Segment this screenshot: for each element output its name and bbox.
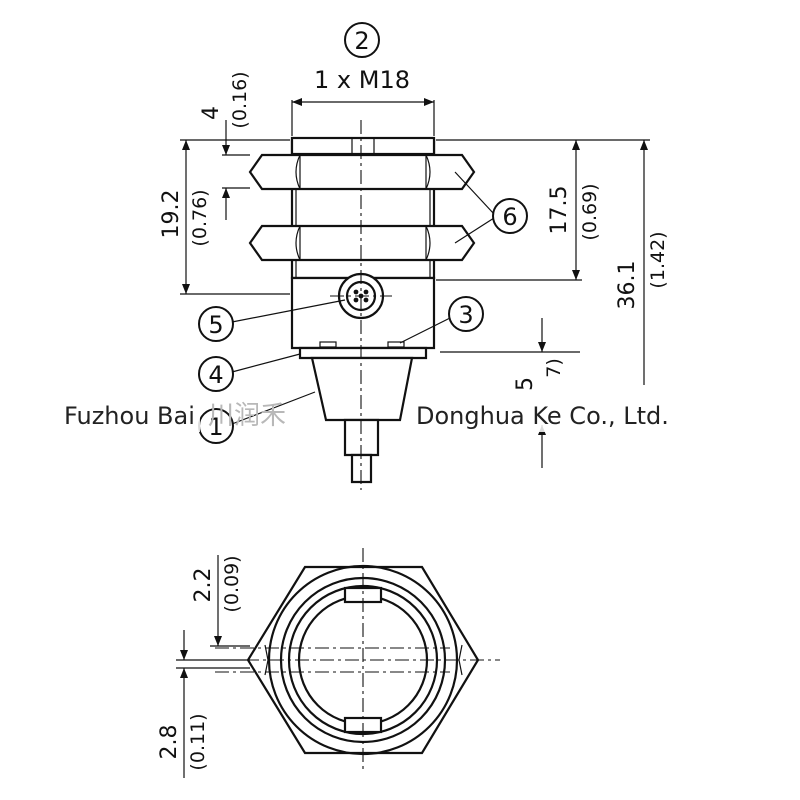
dim-4: 4 (0.16) [180, 71, 290, 220]
svg-text:7): 7) [543, 358, 565, 378]
svg-text:3: 3 [458, 301, 473, 329]
callout-3: 3 [399, 296, 484, 344]
side-view [248, 120, 476, 490]
svg-text:(0.09): (0.09) [221, 555, 243, 612]
svg-text:36.1: 36.1 [615, 261, 640, 310]
watermark-left: Fuzhou Bai [64, 402, 195, 430]
svg-text:(1.42): (1.42) [647, 231, 669, 288]
svg-text:5: 5 [513, 377, 538, 391]
svg-text:2.8: 2.8 [157, 725, 182, 760]
cable [350, 453, 373, 484]
svg-text:(0.11): (0.11) [187, 713, 209, 770]
dim-36-1: 36.1 (1.42) [615, 140, 669, 385]
svg-text:17.5: 17.5 [547, 186, 572, 235]
svg-text:4: 4 [199, 106, 224, 120]
front-view [215, 548, 500, 772]
svg-text:(0.69): (0.69) [579, 183, 601, 240]
callout-4: 4 [198, 353, 301, 392]
lower-nut [248, 224, 476, 262]
callout-1: 1 [198, 391, 316, 444]
collar [298, 346, 428, 360]
dim-2-2: 2.2 (0.09) [191, 555, 250, 647]
svg-text:(0.16): (0.16) [229, 71, 251, 128]
thread-label: 1 x M18 [314, 66, 410, 94]
dim-17-5: 17.5 (0.69) [436, 139, 650, 281]
watermark: Fuzhou Bai 川润禾 Donghua Ke Co., Ltd. [60, 396, 682, 432]
watermark-right: Donghua Ke Co., Ltd. [416, 402, 669, 430]
svg-text:6: 6 [502, 203, 517, 231]
dim-5-partial: 5 7) [440, 318, 580, 468]
svg-text:2.2: 2.2 [191, 568, 216, 603]
dim-19-2: 19.2 (0.76) [159, 140, 290, 295]
callout-6: 6 [454, 171, 528, 244]
svg-text:2: 2 [354, 27, 369, 55]
dim-2-8: 2.8 (0.11) [157, 630, 250, 778]
top-cap [290, 136, 436, 156]
callout-2: 2 [344, 22, 380, 58]
svg-text:4: 4 [208, 361, 223, 389]
cable-sleeve [343, 418, 380, 457]
svg-text:5: 5 [208, 311, 223, 339]
upper-nut [248, 153, 476, 191]
svg-text:(0.76): (0.76) [189, 189, 211, 246]
svg-text:1: 1 [208, 413, 223, 441]
svg-text:19.2: 19.2 [159, 190, 184, 239]
callout-5: 5 [198, 299, 346, 342]
watermark-cn: 川润禾 [208, 401, 286, 431]
strain-relief [310, 356, 414, 422]
dim-thread: 1 x M18 [291, 66, 435, 136]
